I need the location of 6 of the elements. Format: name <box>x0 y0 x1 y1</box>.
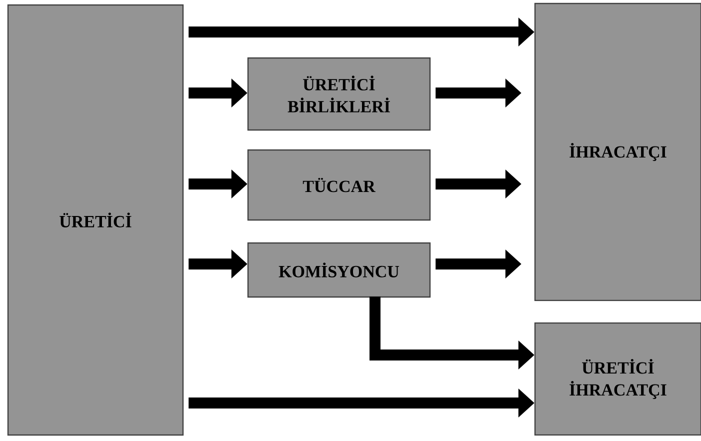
process-box: ÜRETİCİ <box>7 4 184 436</box>
process-box: ÜRETİCİ İHRACATÇI <box>534 322 701 436</box>
process-box: TÜCCAR <box>247 149 431 221</box>
process-box: İHRACATÇI <box>534 2 701 302</box>
process-box: ÜRETİCİ BİRLİKLERİ <box>247 57 431 131</box>
process-box: KOMİSYONCU <box>247 242 431 298</box>
